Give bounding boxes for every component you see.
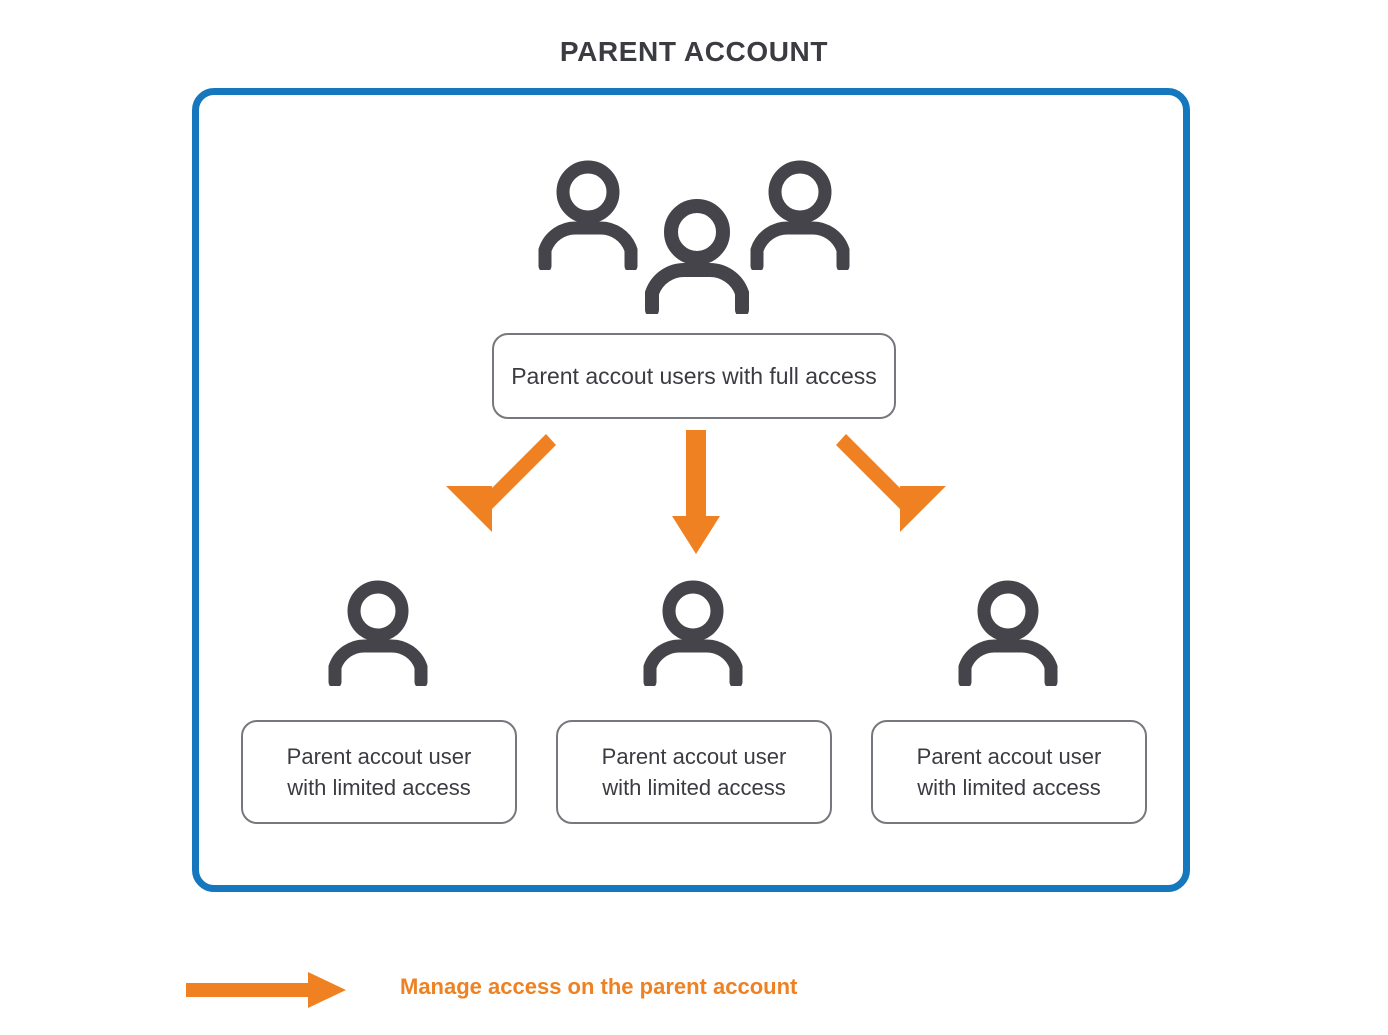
legend: Manage access on the parent account [186, 962, 986, 1018]
single-person-icon-3 [952, 578, 1064, 686]
limited-access-label-1-line-1: Parent accout user [286, 744, 472, 769]
arrow-down-icon [668, 430, 724, 556]
person-icon-center [639, 196, 755, 314]
limited-access-label-3-line-2: with limited access [917, 775, 1101, 800]
limited-access-label-1-line-2: with limited access [287, 775, 471, 800]
limited-access-label-box-2: Parent accout user with limited access [556, 720, 832, 824]
legend-label: Manage access on the parent account [400, 974, 798, 999]
single-person-icon-1 [322, 578, 434, 686]
arrow-right-icon [836, 434, 954, 546]
group-of-three-people-icon [533, 158, 855, 318]
person-icon-right [745, 158, 855, 270]
legend-right-arrow-icon [186, 970, 350, 1010]
limited-access-label-box-3: Parent accout user with limited access [871, 720, 1147, 824]
arrow-left-icon [438, 434, 556, 546]
limited-access-label-box-1: Parent accout user with limited access [241, 720, 517, 824]
page-title: PARENT ACCOUNT [559, 36, 829, 67]
limited-access-label-2-line-1: Parent accout user [601, 744, 787, 769]
limited-access-label-2-line-2: with limited access [602, 775, 786, 800]
limited-access-label-3-line-1: Parent accout user [916, 744, 1102, 769]
single-person-icon-2 [637, 578, 749, 686]
person-icon-left [533, 158, 643, 270]
full-access-label-box: Parent accout users with full access [492, 333, 896, 419]
